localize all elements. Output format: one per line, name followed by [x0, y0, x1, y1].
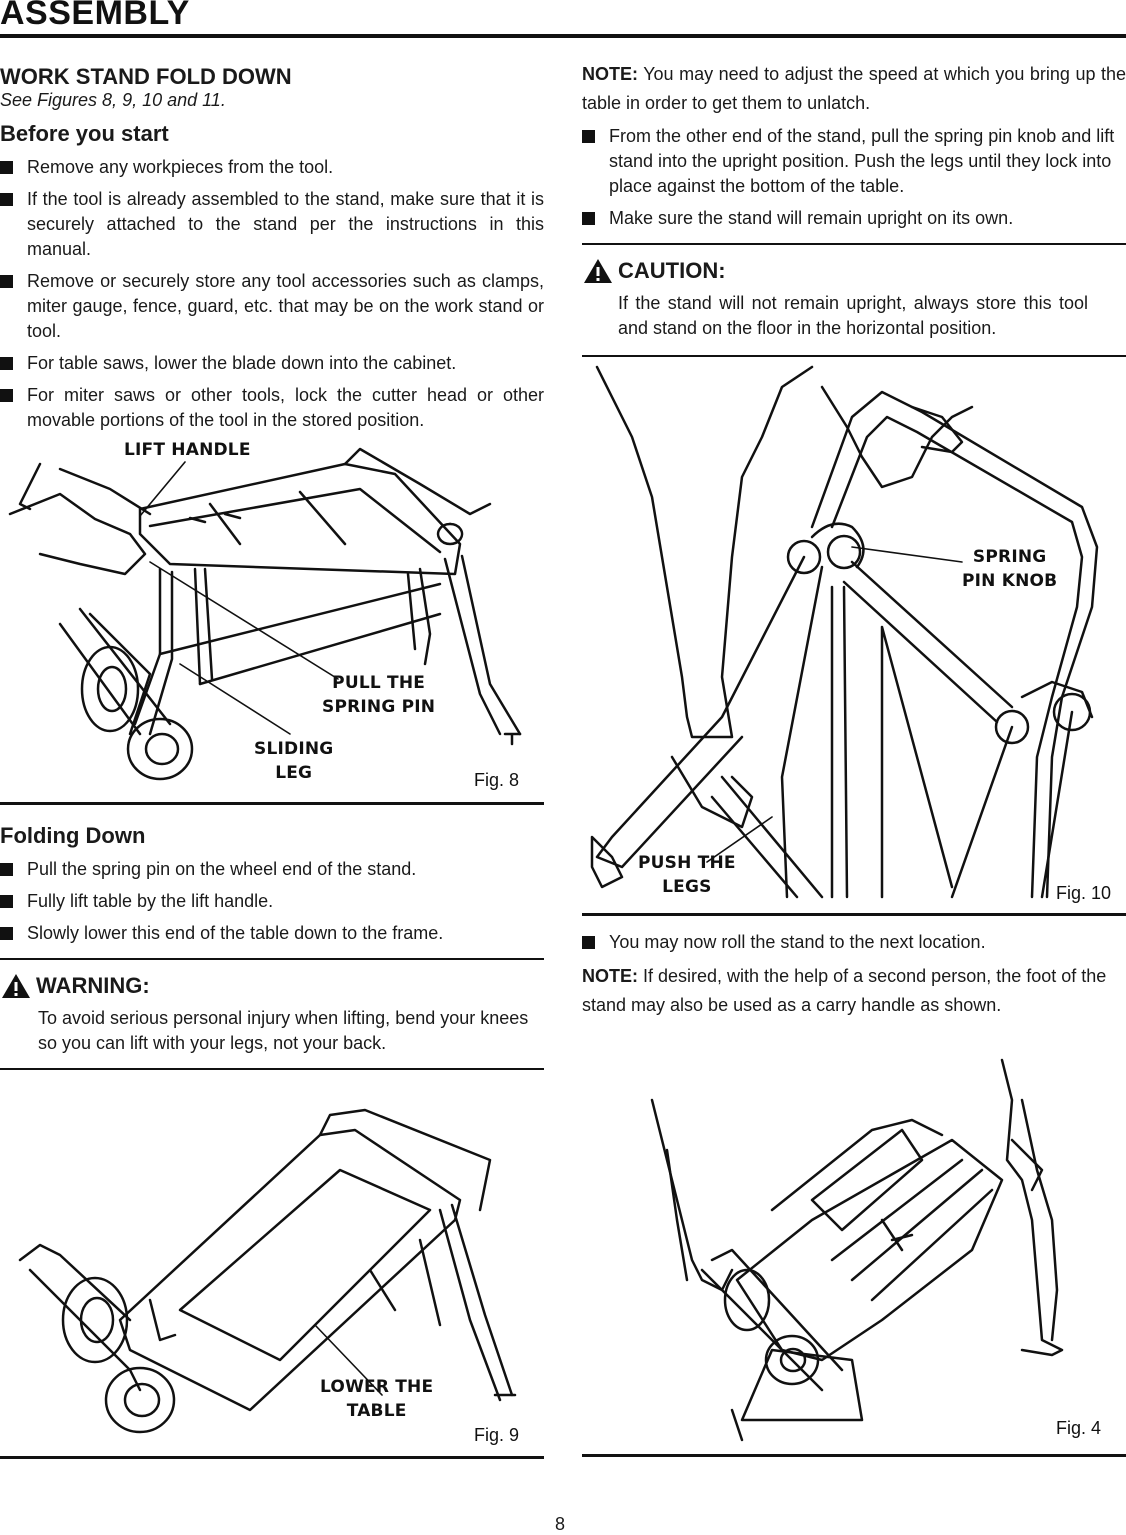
- note-text: You may need to adjust the speed at whic…: [582, 64, 1126, 113]
- folding-item: Slowly lower this end of the table down …: [0, 921, 544, 946]
- figure-4-illustration: [650, 1058, 1064, 1442]
- divider: [0, 802, 544, 805]
- divider: [0, 1068, 544, 1070]
- warning-heading: WARNING:: [0, 972, 544, 1000]
- upright-list: From the other end of the stand, pull th…: [582, 124, 1126, 231]
- callout-lower-table: LOWER THE TABLE: [320, 1377, 434, 1421]
- figure-9-illustration: [18, 1108, 517, 1434]
- caution-heading: CAUTION:: [582, 257, 1126, 285]
- caution-triangle-icon: [584, 259, 612, 283]
- folding-heading: Folding Down: [0, 823, 146, 848]
- before-item: For table saws, lower the blade down int…: [0, 351, 544, 376]
- before-item: Remove any workpieces from the tool.: [0, 155, 544, 180]
- divider: [582, 355, 1126, 357]
- before-item: Remove or securely store any tool access…: [0, 269, 544, 344]
- figure-10-label: Fig. 10: [1056, 883, 1112, 903]
- figure-10: SPRING PIN KNOB PUSH THE LEGS Fig. 10: [582, 357, 1126, 911]
- section-subtitle: See Figures 8, 9, 10 and 11.: [0, 90, 226, 110]
- callout-sliding-leg: SLIDING LEG: [254, 739, 334, 783]
- warning-text: To avoid serious personal injury when li…: [38, 1008, 529, 1053]
- note-text: If desired, with the help of a second pe…: [582, 966, 1107, 1015]
- page-header-title: ASSEMBLY: [0, 0, 190, 32]
- roll-list: You may now roll the stand to the next l…: [582, 930, 1126, 955]
- divider: [582, 1454, 1126, 1457]
- folding-item: Fully lift table by the lift handle.: [0, 889, 544, 914]
- warning-heading-text: WARNING:: [36, 973, 150, 998]
- warning-triangle-icon: [2, 974, 30, 998]
- callout-pull-spring-pin: PULL THE SPRING PIN: [322, 673, 436, 717]
- callout-lift-handle: LIFT HANDLE: [124, 440, 251, 460]
- caution-text: If the stand will not remain upright, al…: [618, 293, 1088, 338]
- callout-spring-pin-knob: SPRING PIN KNOB: [962, 547, 1058, 591]
- note-speed: NOTE: You may need to adjust the speed a…: [582, 60, 1126, 118]
- divider: [582, 913, 1126, 916]
- figure-9: LOWER THE TABLE Fig. 9: [0, 1070, 544, 1452]
- roll-item: You may now roll the stand to the next l…: [582, 930, 1126, 955]
- divider: [582, 243, 1126, 245]
- divider: [0, 1456, 544, 1459]
- figure-9-label: Fig. 9: [474, 1425, 520, 1445]
- before-item: For miter saws or other tools, lock the …: [0, 383, 544, 433]
- caution-heading-text: CAUTION:: [618, 258, 726, 283]
- warning-box: WARNING: To avoid serious personal injur…: [0, 960, 544, 1068]
- callout-push-the-legs: PUSH THE LEGS: [638, 853, 736, 897]
- before-list: Remove any workpieces from the tool. If …: [0, 155, 544, 433]
- note-label: NOTE:: [582, 64, 638, 84]
- section-title: WORK STAND FOLD DOWN: [0, 64, 292, 89]
- figure-4: Fig. 4: [582, 1020, 1126, 1450]
- note-label: NOTE:: [582, 966, 638, 986]
- caution-box: CAUTION: If the stand will not remain up…: [582, 245, 1126, 355]
- figure-8-label: Fig. 8: [474, 770, 520, 790]
- upright-item: Make sure the stand will remain upright …: [582, 206, 1126, 231]
- page-number: 8: [555, 1514, 566, 1534]
- folding-list: Pull the spring pin on the wheel end of …: [0, 857, 544, 946]
- folding-item: Pull the spring pin on the wheel end of …: [0, 857, 544, 882]
- divider: [0, 958, 544, 960]
- before-heading: Before you start: [0, 121, 169, 146]
- figure-8: LIFT HANDLE PULL THE SPRING PIN SLIDING …: [0, 434, 544, 792]
- upright-item: From the other end of the stand, pull th…: [582, 124, 1126, 199]
- header-rule: [0, 34, 1126, 38]
- figure-4-label: Fig. 4: [1056, 1418, 1102, 1438]
- figure-10-illustration: [590, 365, 1099, 899]
- figure-8-illustration: [8, 447, 522, 781]
- right-column: NOTE: You may need to adjust the speed a…: [582, 60, 1126, 1457]
- left-column: WORK STAND FOLD DOWN See Figures 8, 9, 1…: [0, 60, 544, 1459]
- note-carry: NOTE: If desired, with the help of a sec…: [582, 962, 1126, 1020]
- before-item: If the tool is already assembled to the …: [0, 187, 544, 262]
